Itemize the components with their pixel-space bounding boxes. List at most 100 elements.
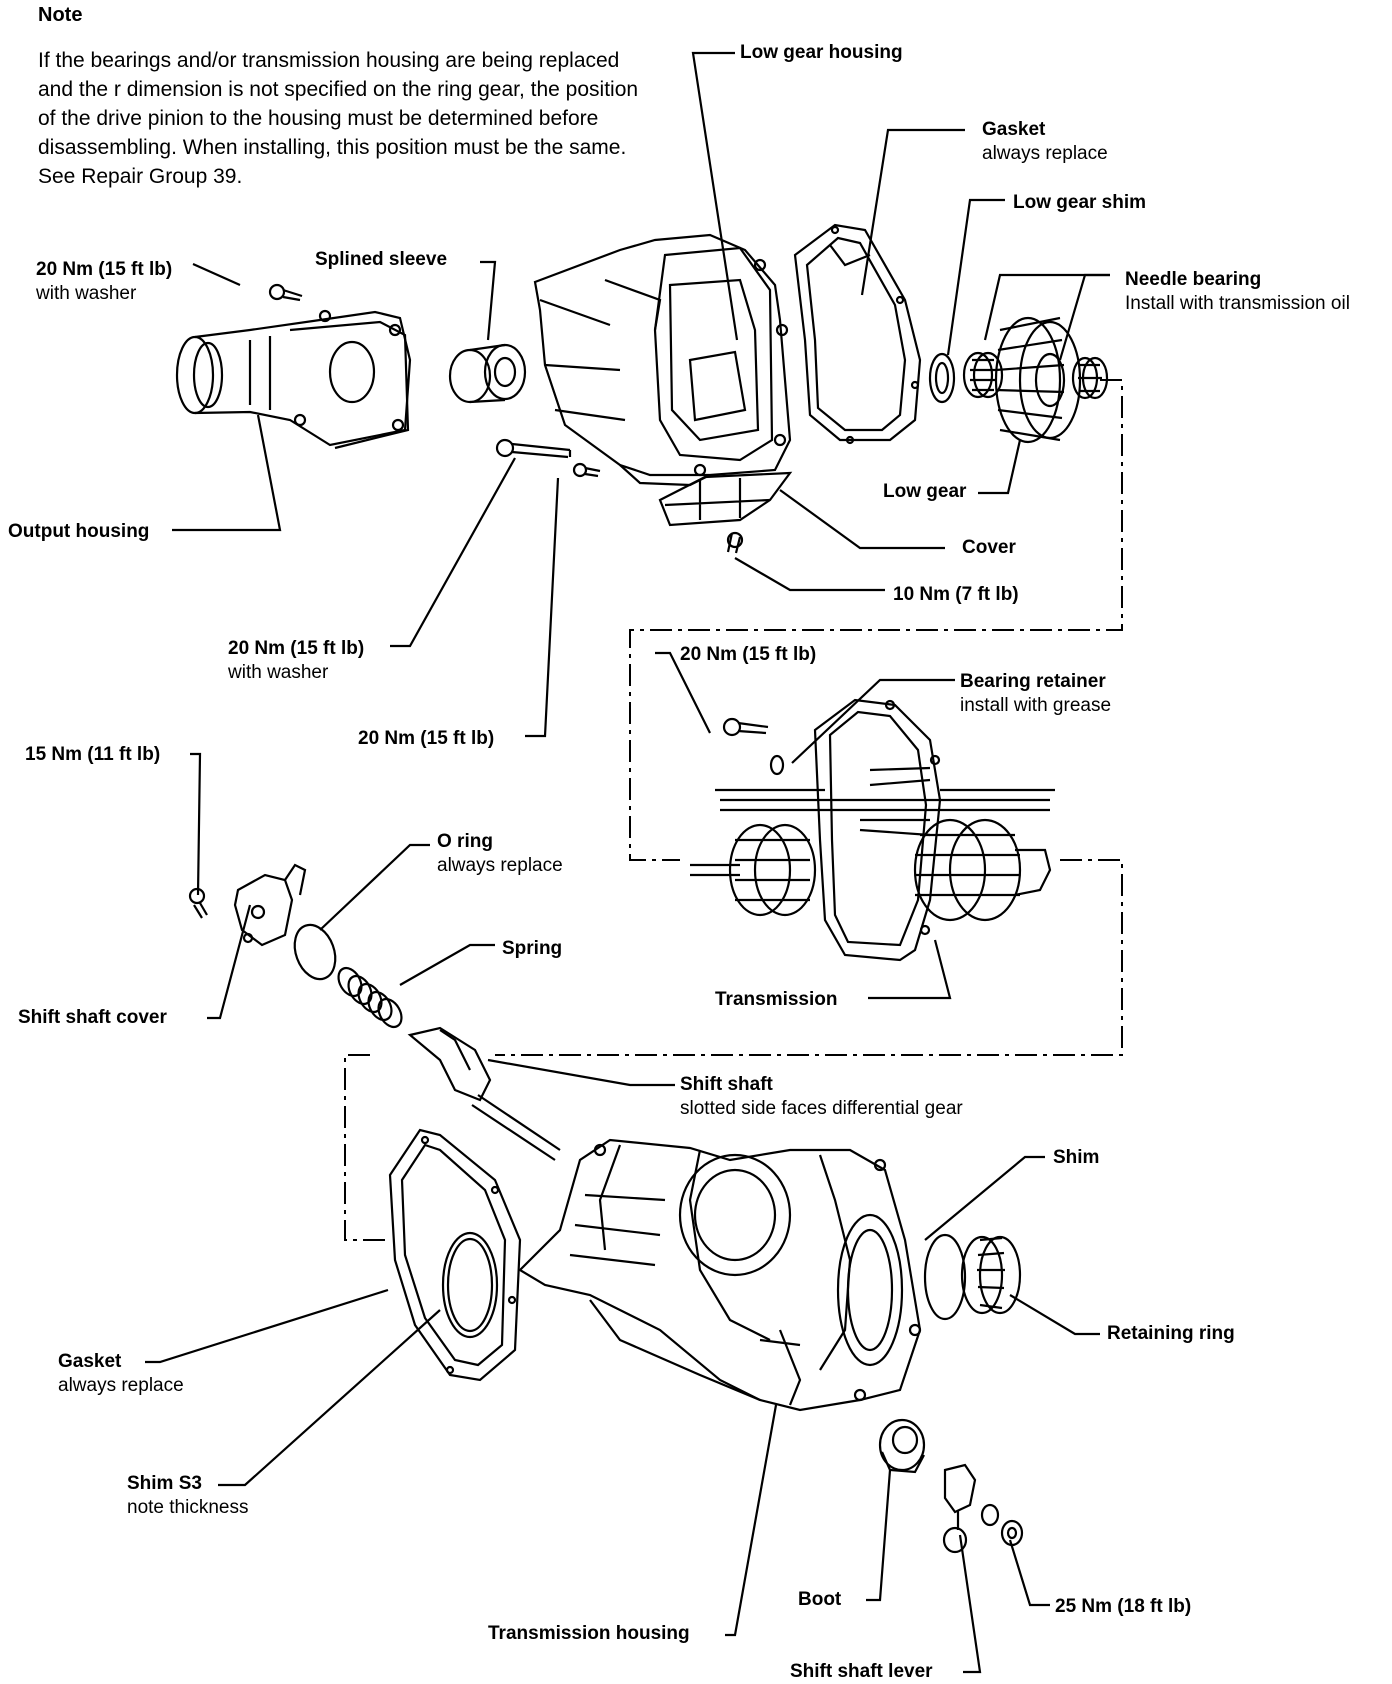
label-bolt-25nm: 25 Nm (18 ft lb): [1055, 1595, 1191, 1619]
label-bolt-20nm-retainer: 20 Nm (15 ft lb): [680, 643, 816, 667]
output-housing-part: [175, 309, 412, 450]
label-cover: Cover: [962, 536, 1016, 560]
label-bolt-25nm-text: 25 Nm (18 ft lb): [1055, 1596, 1192, 1617]
label-bolt-10nm: 10 Nm (7 ft lb): [893, 583, 1019, 607]
spring-part: [337, 966, 403, 1029]
label-low-gear: Low gear: [883, 480, 966, 504]
label-shim-text: Shim: [1053, 1147, 1100, 1168]
label-o-ring-note: always replace: [437, 855, 563, 876]
label-bolt-20nm-washer-top-text: 20 Nm (15 ft lb): [36, 259, 173, 280]
label-gasket-top-text: Gasket: [982, 119, 1046, 140]
label-transmission-housing: Transmission housing: [488, 1622, 690, 1646]
label-bolt-20nm-plain-text: 20 Nm (15 ft lb): [358, 728, 495, 749]
label-o-ring-text: O ring: [437, 831, 493, 852]
bolt-cover: [726, 531, 744, 554]
label-shift-shaft-lever: Shift shaft lever: [790, 1660, 933, 1684]
assembly-lines: [344, 379, 1123, 1241]
label-spring: Spring: [502, 937, 562, 961]
label-gasket-top: Gasket always replace: [982, 118, 1108, 166]
nut-part: [1000, 1519, 1024, 1547]
shim-part: [923, 1233, 967, 1321]
needle-bearing-2-part: [1071, 356, 1109, 400]
bearing-retainer-part: [769, 754, 785, 776]
label-shim-s3: Shim S3 note thickness: [127, 1472, 248, 1520]
transmission-housing-part: [518, 1138, 922, 1412]
label-shift-shaft: Shift shaft slotted side faces different…: [680, 1073, 963, 1121]
label-output-housing-text: Output housing: [8, 521, 150, 542]
shift-shaft-cover-part: [233, 863, 307, 947]
label-retaining-ring: Retaining ring: [1107, 1322, 1235, 1346]
label-transmission-housing-text: Transmission housing: [488, 1623, 690, 1644]
low-gear-housing-part: [533, 233, 792, 487]
note-text: If the bearings and/or transmission hous…: [38, 49, 639, 188]
label-gasket-bottom-note: always replace: [58, 1375, 184, 1396]
shim-s3-part: [441, 1231, 499, 1339]
transmission-part: [690, 698, 1055, 962]
washer-part: [980, 1503, 1000, 1527]
label-needle-bearing-text: Needle bearing: [1125, 269, 1262, 290]
label-needle-bearing: Needle bearing Install with transmission…: [1125, 268, 1350, 316]
label-bolt-20nm-washer-mid-note: with washer: [228, 662, 329, 683]
label-shim: Shim: [1053, 1146, 1099, 1170]
label-boot: Boot: [798, 1588, 841, 1612]
label-low-gear-text: Low gear: [883, 481, 967, 502]
note-title: Note: [38, 4, 83, 26]
needle-bearing-part: [962, 351, 1004, 399]
label-needle-bearing-note: Install with transmission oil: [1125, 293, 1350, 314]
low-gear-part: [994, 316, 1082, 444]
bolt-short-housing: [572, 462, 601, 478]
label-shift-shaft-cover-text: Shift shaft cover: [18, 1007, 167, 1028]
bolt-retainer: [722, 717, 769, 737]
label-bolt-15nm: 15 Nm (11 ft lb): [25, 743, 160, 767]
shift-shaft-part: [407, 1026, 561, 1161]
gasket-bottom-part: [388, 1128, 522, 1382]
label-bolt-20nm-plain: 20 Nm (15 ft lb): [358, 727, 494, 751]
label-cover-text: Cover: [962, 537, 1016, 558]
label-shift-shaft-lever-text: Shift shaft lever: [790, 1661, 933, 1682]
label-shift-shaft-note: slotted side faces differential gear: [680, 1098, 963, 1119]
label-gasket-bottom: Gasket always replace: [58, 1350, 184, 1398]
label-low-gear-housing-text: Low gear housing: [740, 42, 903, 63]
label-bolt-15nm-text: 15 Nm (11 ft lb): [25, 744, 161, 765]
label-retaining-ring-text: Retaining ring: [1107, 1323, 1235, 1344]
cover-part: [658, 471, 793, 527]
label-bolt-20nm-retainer-text: 20 Nm (15 ft lb): [680, 644, 817, 665]
bolt-output-housing: [268, 283, 303, 302]
label-bolt-20nm-washer-top: 20 Nm (15 ft lb) with washer: [36, 258, 172, 306]
boot-part: [878, 1418, 926, 1474]
low-gear-shim-part: [928, 352, 956, 404]
label-transmission-text: Transmission: [715, 989, 838, 1010]
label-gasket-top-note: always replace: [982, 143, 1108, 164]
label-bearing-retainer-text: Bearing retainer: [960, 671, 1106, 692]
label-bearing-retainer-note: install with grease: [960, 695, 1112, 716]
label-bolt-10nm-text: 10 Nm (7 ft lb): [893, 584, 1019, 605]
o-ring-part: [293, 923, 337, 981]
label-spring-text: Spring: [502, 938, 563, 959]
shift-shaft-lever-part: [942, 1463, 977, 1554]
retaining-ring-part: [960, 1235, 1022, 1315]
label-transmission: Transmission: [715, 988, 838, 1012]
label-o-ring: O ring always replace: [437, 830, 563, 878]
label-bolt-20nm-washer-mid-text: 20 Nm (15 ft lb): [228, 638, 365, 659]
label-bolt-20nm-washer-top-note: with washer: [36, 283, 137, 304]
gasket-top-part: [793, 223, 922, 445]
label-low-gear-shim-text: Low gear shim: [1013, 192, 1147, 213]
label-bearing-retainer: Bearing retainer install with grease: [960, 670, 1111, 718]
splined-sleeve-part: [448, 343, 527, 404]
label-shim-s3-note: note thickness: [127, 1497, 249, 1518]
label-gasket-bottom-text: Gasket: [58, 1351, 122, 1372]
label-low-gear-shim: Low gear shim: [1013, 191, 1146, 215]
label-output-housing: Output housing: [8, 520, 149, 544]
bolt-long-housing: [495, 438, 572, 459]
leader-lines: [145, 51, 1110, 1674]
label-shift-shaft-cover: Shift shaft cover: [18, 1006, 167, 1030]
bolt-shift-shaft-cover: [188, 887, 208, 919]
label-boot-text: Boot: [798, 1589, 842, 1610]
label-splined-sleeve: Splined sleeve: [315, 248, 447, 272]
label-splined-sleeve-text: Splined sleeve: [315, 249, 448, 270]
label-bolt-20nm-washer-mid: 20 Nm (15 ft lb) with washer: [228, 637, 364, 685]
label-low-gear-housing: Low gear housing: [740, 41, 903, 65]
label-shim-s3-text: Shim S3: [127, 1473, 202, 1494]
